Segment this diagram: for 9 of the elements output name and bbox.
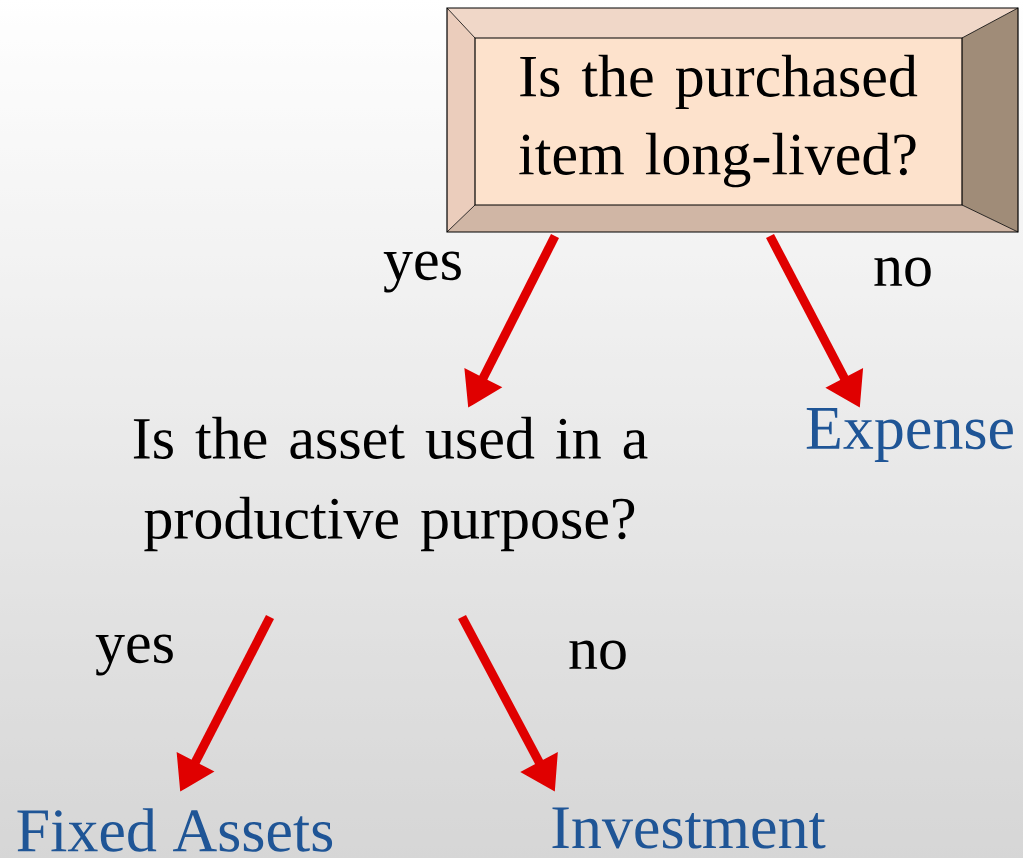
edge-label: no [874,257,931,287]
edge-label: yes [383,251,461,293]
outcome-text: Fixed Assets [17,808,333,852]
edge-label: no [569,640,626,670]
question-text: Is the asset used in a productive purpose? [133,416,648,552]
outcome-text: Expense [806,408,1013,462]
decision-box: Is the purchased item long-lived? [446,7,1019,233]
edge-label: yes [95,634,173,676]
outcome-text: Investment [552,807,826,849]
